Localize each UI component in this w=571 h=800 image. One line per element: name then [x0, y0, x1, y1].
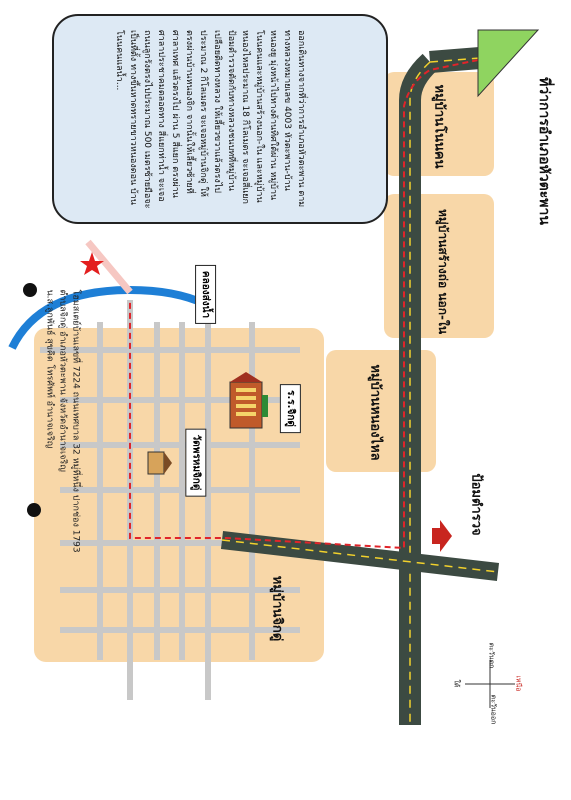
label-district-office: ที่ว่าการอำเภอหัวตะพาน: [535, 77, 552, 225]
dirt-road: [85, 239, 133, 295]
directions-note: ออกเดินทางจากที่ว่าการอำเภอหัวตะพาน ตามท…: [114, 30, 306, 209]
label-village-3: หมู่บ้านหนองไหล: [367, 364, 383, 461]
address-text: โฮมสเตย์บ้านเลขที่ 7224 ถนนเทศบาล 32 หมู…: [44, 289, 81, 553]
label-police-post: ป้อมตำรวจ: [468, 473, 484, 536]
district-office-marker: [477, 29, 540, 98]
compass: [465, 660, 515, 708]
school-building: [229, 372, 268, 429]
hole-punch-bottom: [27, 503, 41, 517]
compass-south: ใต้: [452, 679, 461, 688]
compass-east: ตะวันออก: [489, 694, 498, 725]
route-line: [129, 59, 479, 550]
police-arrow: [432, 520, 452, 552]
label-temple: วัดพรหมจิกดู่: [185, 428, 207, 497]
label-canal: คลองส่งน้ำ: [195, 264, 217, 325]
destination-star: [80, 252, 104, 275]
label-village-jikdu: หมู่บ้านจิกดู่: [269, 575, 285, 642]
temple-building: [147, 451, 172, 475]
canal: [8, 285, 207, 350]
label-school: ร.ร.จิกดู่: [279, 384, 301, 433]
hole-punch-top: [23, 283, 37, 297]
directions-note-wrap: ออกเดินทางจากที่ว่าการอำเภอหัวตะพาน ตามท…: [60, 30, 360, 210]
highway-to-office: [429, 47, 481, 73]
directions-note-box: [52, 14, 388, 224]
compass-west: ตะวันตก: [487, 642, 496, 669]
label-village-2: หมู่บ้านสร้างถ่อ นอก-ใน: [436, 208, 451, 335]
compass-north: เหนือ: [514, 675, 523, 692]
label-village-1: หมู่บ้านโนนคน: [431, 84, 447, 169]
